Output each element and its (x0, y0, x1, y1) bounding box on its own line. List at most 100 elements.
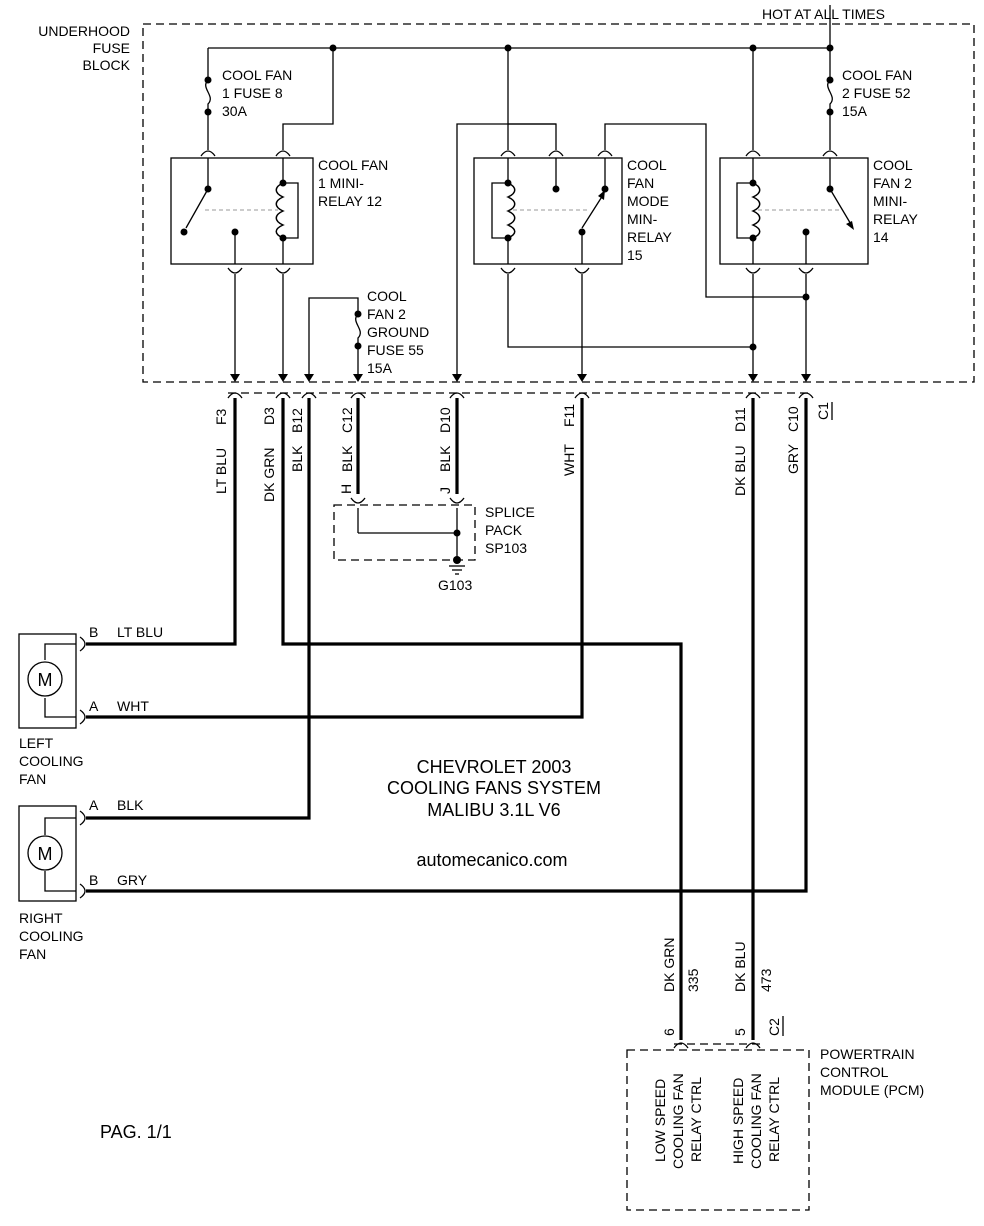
svg-text:UNDERHOOD: UNDERHOOD (38, 23, 130, 39)
svg-text:CHEVROLET 2003: CHEVROLET 2003 (417, 757, 572, 777)
svg-text:D11: D11 (732, 407, 748, 432)
right-fan-pin-b: B (89, 872, 98, 888)
svg-text:COOLING FANS SYSTEM: COOLING FANS SYSTEM (387, 778, 601, 798)
svg-text:COOL FAN: COOL FAN (318, 157, 388, 173)
splice-pin-h: H (338, 484, 354, 494)
svg-text:RELAY: RELAY (627, 229, 673, 245)
pcm-high-wire-color: DK BLU (732, 941, 748, 992)
svg-text:MINI-: MINI- (873, 193, 908, 209)
svg-text:FAN: FAN (19, 946, 46, 962)
svg-text:FUSE: FUSE (93, 40, 130, 56)
svg-text:DK GRN: DK GRN (261, 448, 277, 502)
pcm-high-speed-function: HIGH SPEED COOLING FAN RELAY CTRL (730, 1073, 782, 1169)
left-fan-pin-b: B (89, 624, 98, 640)
svg-text:CONTROL: CONTROL (820, 1064, 889, 1080)
svg-text:B12: B12 (289, 408, 305, 433)
wire-color-labels: LT BLU DK GRN BLK BLK BLK WHT DK BLU GRY (213, 443, 801, 502)
fuse-block-outline (142, 23, 975, 383)
svg-text:LOW SPEED: LOW SPEED (652, 1079, 668, 1162)
left-fan-pin-a: A (89, 698, 99, 714)
svg-text:C10: C10 (785, 406, 801, 432)
pcm-low-circuit: 335 (685, 968, 701, 992)
svg-text:D3: D3 (261, 407, 277, 425)
svg-text:15A: 15A (842, 103, 868, 119)
hot-at-all-times-label: HOT AT ALL TIMES (762, 6, 885, 22)
pcm-low-wire-color: DK GRN (661, 938, 677, 992)
right-fan-label: RIGHT COOLING FAN (19, 910, 84, 962)
left-cooling-fan: M (18, 633, 86, 729)
svg-text:FAN: FAN (19, 771, 46, 787)
svg-text:F11: F11 (561, 404, 577, 427)
svg-text:COOL: COOL (367, 288, 407, 304)
right-fan-pin-a: A (89, 797, 99, 813)
left-fan-wire-a: WHT (117, 698, 149, 714)
svg-text:RELAY 12: RELAY 12 (318, 193, 382, 209)
relay-14-label: COOL FAN 2 MINI- RELAY 14 (873, 157, 919, 245)
svg-text:RELAY CTRL: RELAY CTRL (766, 1077, 782, 1162)
svg-text:LEFT: LEFT (19, 735, 54, 751)
svg-text:COOLING FAN: COOLING FAN (748, 1073, 764, 1169)
relay-14 (719, 150, 869, 274)
svg-text:COOL FAN: COOL FAN (842, 67, 912, 83)
fuse-52 (826, 76, 834, 116)
pcm-pin-5: 5 (732, 1028, 748, 1036)
svg-text:PACK: PACK (485, 522, 523, 538)
splice-pin-j: J (437, 487, 453, 494)
relay-15-label: COOL FAN MODE MIN- RELAY 15 (627, 157, 673, 263)
pcm-module (626, 1042, 810, 1211)
svg-text:COOL: COOL (873, 157, 913, 173)
website-label: automecanico.com (416, 850, 567, 870)
svg-text:15: 15 (627, 247, 643, 263)
svg-text:MALIBU 3.1L V6: MALIBU 3.1L V6 (427, 800, 560, 820)
svg-text:2 FUSE 52: 2 FUSE 52 (842, 85, 911, 101)
relay-12-label: COOL FAN 1 MINI- RELAY 12 (318, 157, 388, 209)
svg-text:D10: D10 (437, 407, 453, 433)
svg-text:MODULE (PCM): MODULE (PCM) (820, 1082, 924, 1098)
svg-text:1 MINI-: 1 MINI- (318, 175, 364, 191)
fuse-block-internal-wiring (234, 123, 810, 378)
fuse-8 (204, 76, 212, 116)
svg-text:RIGHT: RIGHT (19, 910, 63, 926)
svg-text:RELAY: RELAY (873, 211, 919, 227)
heavy-wires (86, 398, 808, 1040)
left-fan-wire-b: LT BLU (117, 624, 163, 640)
connector-c1 (227, 392, 814, 399)
svg-text:RELAY CTRL: RELAY CTRL (688, 1077, 704, 1162)
pcm-low-speed-function: LOW SPEED COOLING FAN RELAY CTRL (652, 1073, 704, 1169)
pcm-label: POWERTRAIN CONTROL MODULE (PCM) (820, 1046, 924, 1098)
svg-text:COOLING: COOLING (19, 753, 84, 769)
ground-fuse-55-label: COOL FAN 2 GROUND FUSE 55 15A (367, 288, 429, 376)
svg-text:14: 14 (873, 229, 889, 245)
splice-pack-label: SPLICE PACK SP103 (485, 504, 535, 556)
svg-text:FAN 2: FAN 2 (873, 175, 912, 191)
relay-12 (170, 150, 314, 274)
connector-c1-label: C1 (815, 402, 831, 420)
power-bus (207, 5, 834, 150)
svg-text:30A: 30A (222, 103, 248, 119)
svg-text:COOL: COOL (627, 157, 667, 173)
svg-text:1 FUSE 8: 1 FUSE 8 (222, 85, 283, 101)
ground-g103-label: G103 (438, 577, 472, 593)
svg-text:BLOCK: BLOCK (83, 57, 131, 73)
svg-text:F3: F3 (213, 408, 229, 425)
svg-text:BLK: BLK (339, 445, 355, 472)
svg-text:GROUND: GROUND (367, 324, 429, 340)
connector-c2-label: C2 (766, 1018, 782, 1036)
svg-text:SPLICE: SPLICE (485, 504, 535, 520)
svg-text:FAN 2: FAN 2 (367, 306, 406, 322)
relay-15 (473, 150, 623, 274)
fuse-block-label: UNDERHOOD FUSE BLOCK (38, 23, 130, 73)
svg-text:FUSE 55: FUSE 55 (367, 342, 424, 358)
right-fan-wire-a: BLK (117, 797, 144, 813)
svg-text:DK BLU: DK BLU (732, 445, 748, 496)
diagram-title: CHEVROLET 2003 COOLING FANS SYSTEM MALIB… (387, 757, 601, 820)
pcm-high-circuit: 473 (758, 968, 774, 992)
right-fan-motor-icon: M (38, 844, 53, 864)
svg-text:15A: 15A (367, 360, 393, 376)
svg-text:COOL FAN: COOL FAN (222, 67, 292, 83)
svg-text:MODE: MODE (627, 193, 669, 209)
svg-text:C12: C12 (339, 407, 355, 433)
page-number: PAG. 1/1 (100, 1122, 172, 1142)
svg-text:LT BLU: LT BLU (213, 448, 229, 494)
